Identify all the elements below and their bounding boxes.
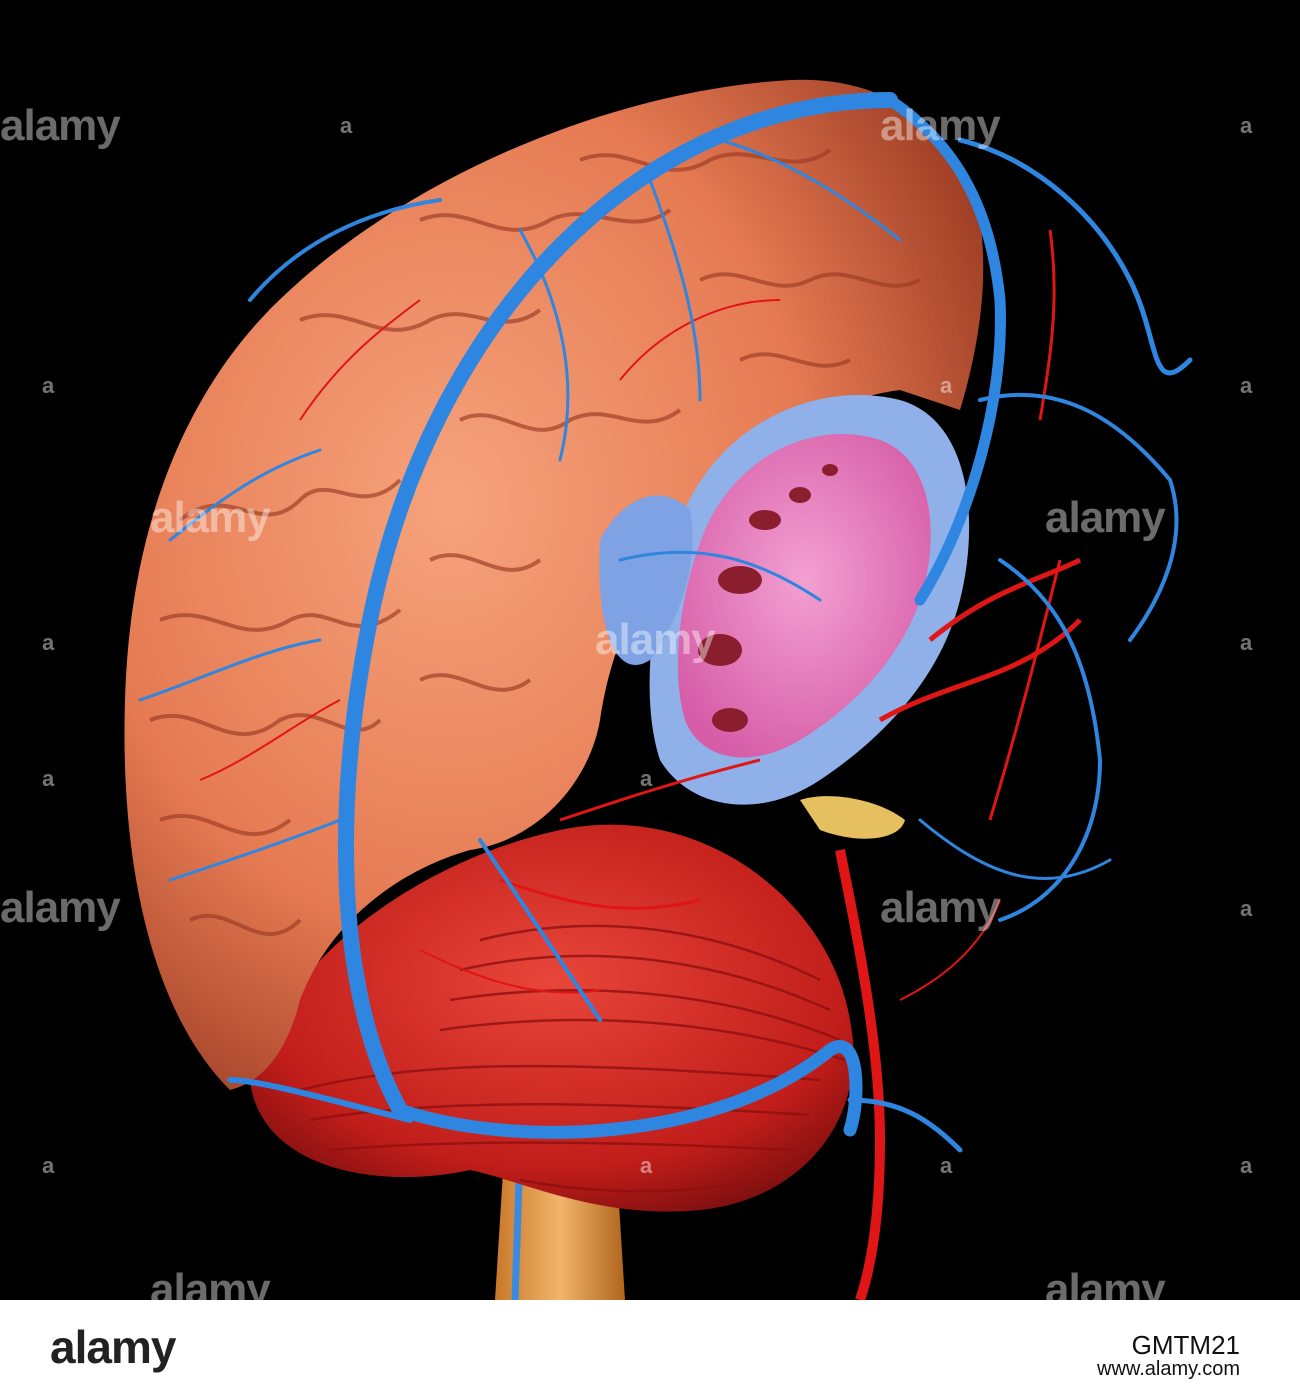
watermark-logo: alamy xyxy=(1045,493,1166,542)
watermark-a: a xyxy=(640,766,653,791)
site-url: www.alamy.com xyxy=(1097,1358,1240,1380)
watermark-logo: alamy xyxy=(150,1265,271,1301)
veins xyxy=(138,92,1193,1153)
ventricle-openings xyxy=(698,464,838,732)
image-id: GMTM21 xyxy=(1131,1330,1240,1360)
watermark-a: a xyxy=(1240,630,1253,655)
superior-sagittal-sinus xyxy=(338,92,898,1118)
watermark-a: a xyxy=(1240,1153,1253,1178)
watermark-a: a xyxy=(1240,896,1253,921)
stock-footer-bar: alamy GMTM21 www.alamy.com xyxy=(0,1300,1300,1390)
brain-illustration: alamy a alamy a a a a alamy alamy a alam… xyxy=(0,0,1300,1300)
brain-anatomy-drawing xyxy=(124,79,1193,1300)
watermark-logo: alamy xyxy=(595,615,716,664)
watermark-logo: alamy xyxy=(1045,1265,1166,1301)
watermark-a: a xyxy=(1240,113,1253,138)
watermark-a: a xyxy=(940,1153,953,1178)
pituitary xyxy=(800,796,905,839)
watermark-logo: alamy xyxy=(0,101,121,150)
watermark-a: a xyxy=(940,373,953,398)
arteries xyxy=(199,229,1082,1300)
lateral-ventricle xyxy=(677,434,931,758)
watermark-a: a xyxy=(42,1153,55,1178)
watermark-logo: alamy xyxy=(880,883,1001,932)
straight-sinus xyxy=(393,1040,863,1139)
watermark-a: a xyxy=(1240,373,1253,398)
watermark-logo: alamy xyxy=(0,883,121,932)
watermark-logo: alamy xyxy=(880,101,1001,150)
watermark-a: a xyxy=(42,766,55,791)
watermark-logo: alamy xyxy=(150,493,271,542)
thalamus xyxy=(599,495,693,665)
alamy-logo: alamy xyxy=(50,1321,176,1373)
watermark-a: a xyxy=(42,630,55,655)
watermark-a: a xyxy=(640,1153,653,1178)
watermark-a: a xyxy=(340,113,353,138)
watermark-a: a xyxy=(42,373,55,398)
